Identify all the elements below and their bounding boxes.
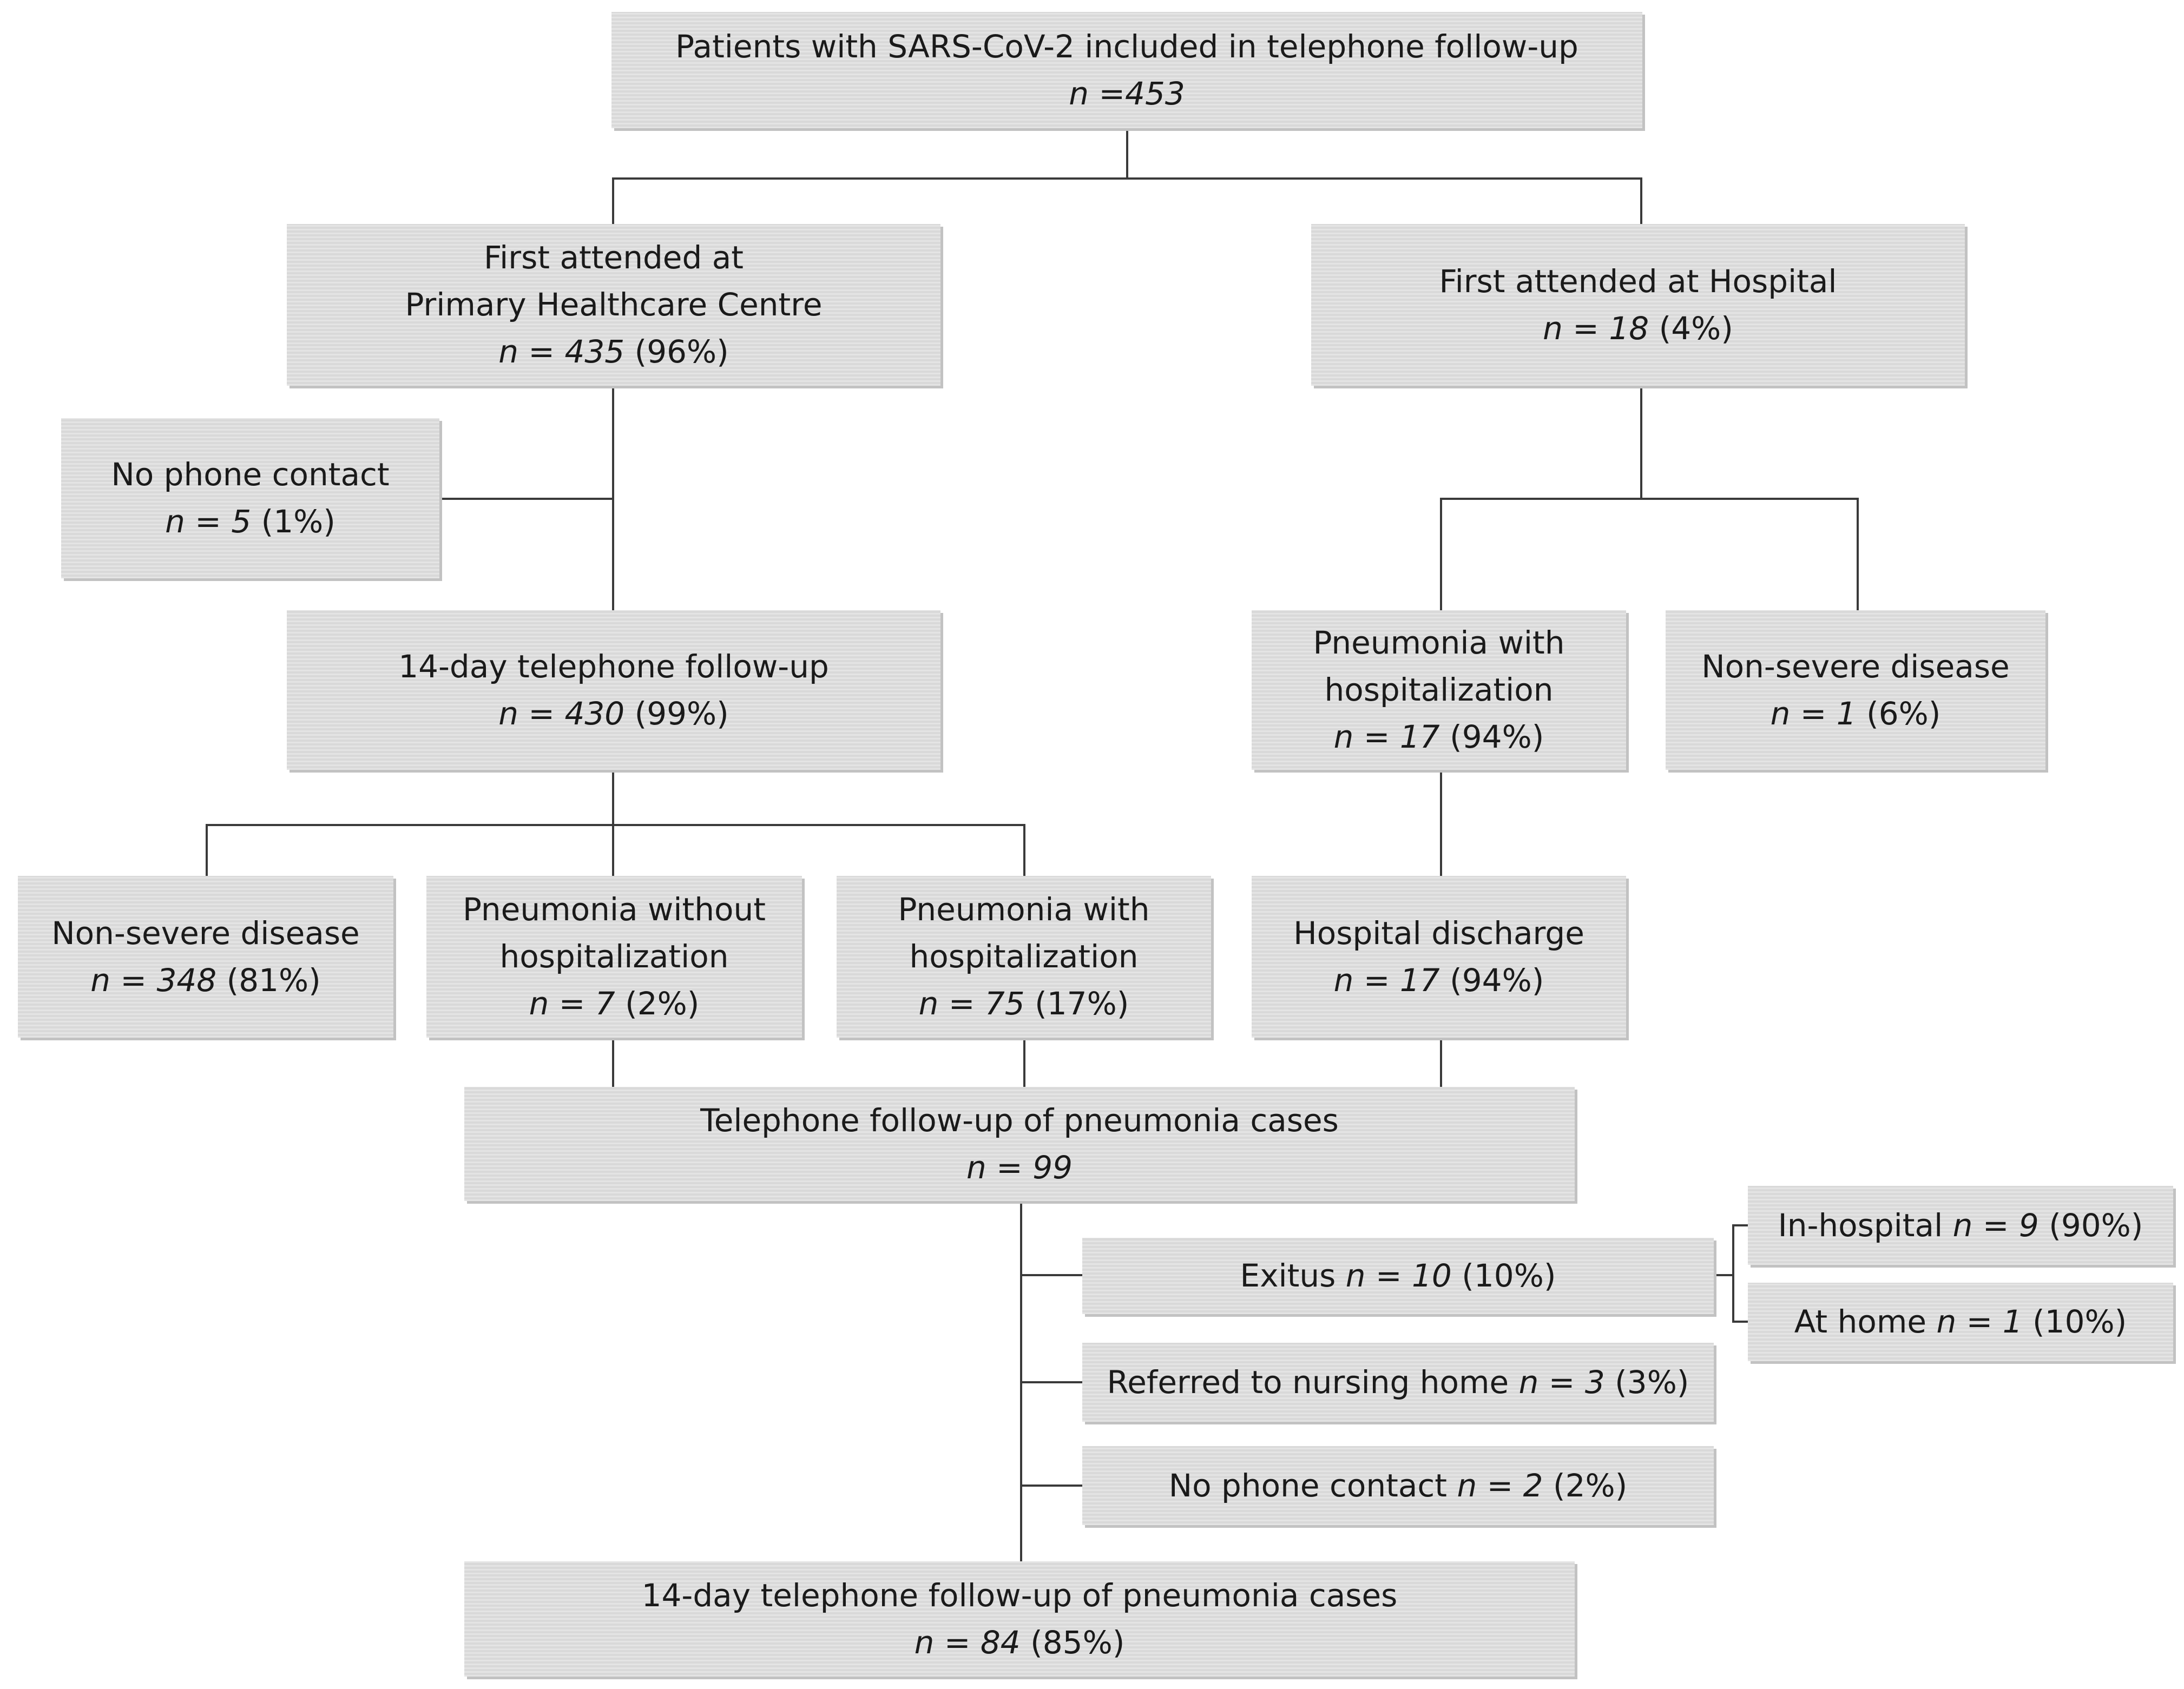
hospital-count: n = 18	[1543, 309, 1649, 347]
nonsevere-count: n = 348	[90, 961, 217, 999]
exitus-count: n = 10	[1345, 1257, 1452, 1294]
hospital-label: First attended at Hospital	[1439, 262, 1837, 300]
nursing-label: Referred to nursing home	[1107, 1363, 1519, 1401]
hosp-nonsevere-percent: (6%)	[1856, 695, 1941, 732]
no-contact-2-percent: (2%)	[1543, 1467, 1628, 1504]
no-contact-label: No phone contact	[111, 456, 390, 493]
pn-without-count: n = 7	[529, 985, 615, 1022]
pneumonia-without-hosp-box: Pneumonia without hospitalization n = 7 …	[426, 876, 802, 1038]
at-home-box: At home n = 1 (10%)	[1748, 1283, 2173, 1361]
followup-count-line: n = 430 (99%)	[498, 690, 729, 737]
pn-without-label-line2: hospitalization	[499, 938, 729, 975]
no-contact-2-line: No phone contact n = 2 (2%)	[1169, 1462, 1628, 1509]
hosp-nonsevere-box: Non-severe disease n = 1 (6%)	[1666, 610, 2045, 770]
final-count-line: n = 84 (85%)	[915, 1619, 1125, 1666]
no-contact-2-label: No phone contact	[1168, 1467, 1457, 1504]
pneumonia-with-hosp-box: Pneumonia with hospitalization n = 75 (1…	[837, 876, 1211, 1038]
hosp-nonsevere-label: Non-severe disease	[1701, 648, 2010, 685]
hospital-percent: (4%)	[1649, 309, 1733, 347]
hosp-pneumonia-label-line2: hospitalization	[1324, 671, 1554, 708]
phc-count-line: n = 435 (96%)	[498, 328, 729, 375]
hosp-pneumonia-percent: (94%)	[1439, 718, 1544, 755]
no-contact-count-line: n = 5 (1%)	[165, 498, 336, 545]
nursing-count: n = 3	[1518, 1363, 1605, 1401]
hosp-pneumonia-count-line: n = 17 (94%)	[1334, 714, 1544, 761]
in-hospital-box: In-hospital n = 9 (90%)	[1748, 1186, 2173, 1265]
root-label: Patients with SARS-CoV-2 included in tel…	[675, 28, 1578, 65]
primary-healthcare-box: First attended at Primary Healthcare Cen…	[287, 224, 940, 386]
followup-14day-box: 14-day telephone follow-up n = 430 (99%)	[287, 610, 940, 770]
pn-with-label-line2: hospitalization	[909, 938, 1139, 975]
pn-without-percent: (2%)	[615, 985, 700, 1022]
pn-without-count-line: n = 7 (2%)	[529, 980, 700, 1027]
at-home-label: At home	[1794, 1303, 1937, 1340]
phc-percent: (96%)	[624, 333, 729, 370]
final-followup-box: 14-day telephone follow-up of pneumonia …	[464, 1561, 1575, 1677]
pn-with-count: n = 75	[918, 985, 1025, 1022]
pn-followup-label: Telephone follow-up of pneumonia cases	[700, 1101, 1339, 1139]
hosp-pneumonia-label-line1: Pneumonia with	[1313, 624, 1565, 661]
hospital-count-line: n = 18 (4%)	[1543, 305, 1733, 352]
no-contact-count: n = 5	[165, 503, 252, 540]
exitus-box: Exitus n = 10 (10%)	[1082, 1238, 1714, 1314]
final-label: 14-day telephone follow-up of pneumonia …	[641, 1576, 1398, 1614]
at-home-line: At home n = 1 (10%)	[1794, 1298, 2127, 1345]
root-count: n =453	[1069, 75, 1185, 112]
nursing-percent: (3%)	[1604, 1363, 1689, 1401]
pneumonia-followup-box: Telephone follow-up of pneumonia cases n…	[464, 1087, 1575, 1201]
exitus-percent: (10%)	[1451, 1257, 1556, 1294]
discharge-count-line: n = 17 (94%)	[1334, 957, 1544, 1004]
followup-label: 14-day telephone follow-up	[398, 648, 829, 685]
pn-with-count-line: n = 75 (17%)	[919, 980, 1129, 1027]
pn-without-label-line1: Pneumonia without	[462, 891, 766, 928]
discharge-percent: (94%)	[1439, 961, 1544, 999]
phc-label-line2: Primary Healthcare Centre	[405, 286, 823, 323]
in-hospital-percent: (90%)	[2038, 1206, 2143, 1244]
pn-with-label-line1: Pneumonia with	[898, 891, 1150, 928]
nonsevere-percent: (81%)	[216, 961, 321, 999]
hosp-pneumonia-box: Pneumonia with hospitalization n = 17 (9…	[1252, 610, 1626, 770]
hospital-discharge-box: Hospital discharge n = 17 (94%)	[1252, 876, 1626, 1038]
discharge-count: n = 17	[1333, 961, 1440, 999]
exitus-line: Exitus n = 10 (10%)	[1240, 1252, 1556, 1299]
phc-count: n = 435	[498, 333, 625, 370]
final-percent: (85%)	[1020, 1624, 1125, 1661]
nonsevere-label: Non-severe disease	[51, 914, 360, 952]
no-phone-contact-2-box: No phone contact n = 2 (2%)	[1082, 1446, 1714, 1525]
exitus-label: Exitus	[1240, 1257, 1346, 1294]
discharge-label: Hospital discharge	[1293, 914, 1584, 952]
followup-count: n = 430	[498, 695, 625, 732]
in-hospital-label: In-hospital	[1778, 1206, 1953, 1244]
no-contact-percent: (1%)	[251, 503, 336, 540]
nonsevere-count-line: n = 348 (81%)	[90, 957, 321, 1004]
hosp-nonsevere-count: n = 1	[1770, 695, 1857, 732]
phc-label-line1: First attended at	[483, 239, 744, 276]
no-phone-contact-box: No phone contact n = 5 (1%)	[61, 418, 439, 578]
followup-percent: (99%)	[624, 695, 729, 732]
hosp-nonsevere-count-line: n = 1 (6%)	[1771, 690, 1941, 737]
at-home-count: n = 1	[1936, 1303, 2023, 1340]
hosp-pneumonia-count: n = 17	[1333, 718, 1440, 755]
no-contact-2-count: n = 2	[1457, 1467, 1543, 1504]
hospital-box: First attended at Hospital n = 18 (4%)	[1311, 224, 1965, 386]
pn-followup-count: n = 99	[966, 1149, 1073, 1186]
nonsevere-box: Non-severe disease n = 348 (81%)	[18, 876, 393, 1038]
nursing-line: Referred to nursing home n = 3 (3%)	[1107, 1359, 1689, 1406]
final-count: n = 84	[914, 1624, 1021, 1661]
at-home-percent: (10%)	[2022, 1303, 2127, 1340]
in-hospital-count: n = 9	[1952, 1206, 2039, 1244]
pn-with-percent: (17%)	[1024, 985, 1129, 1022]
root-box: Patients with SARS-CoV-2 included in tel…	[611, 12, 1642, 128]
in-hospital-line: In-hospital n = 9 (90%)	[1778, 1202, 2143, 1249]
nursing-home-box: Referred to nursing home n = 3 (3%)	[1082, 1343, 1714, 1422]
